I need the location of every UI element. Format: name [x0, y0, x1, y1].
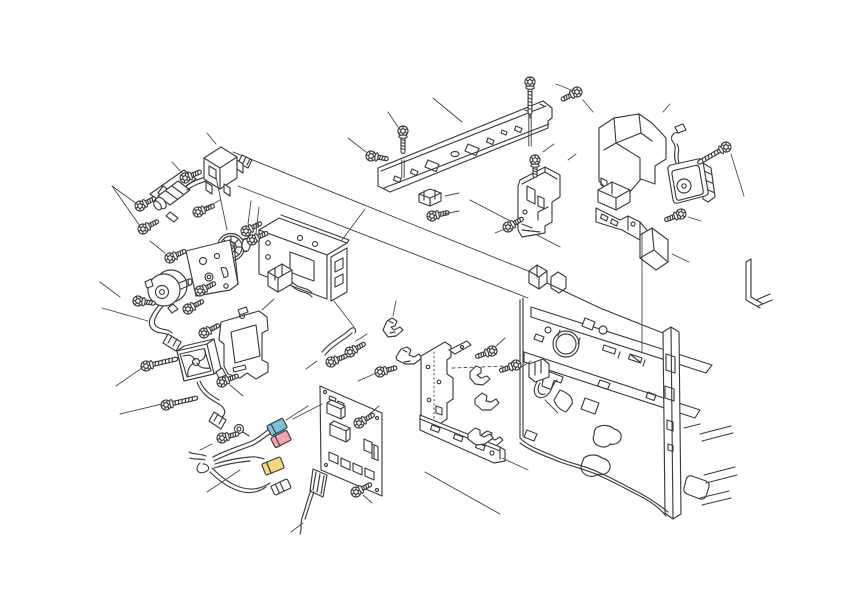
screw — [498, 359, 522, 376]
speaker-bracket — [595, 181, 653, 247]
sensor-bracket — [203, 146, 244, 197]
leader-lines — [99, 83, 745, 533]
frame-connector — [528, 358, 558, 399]
speaker-cover — [598, 113, 667, 196]
screw — [140, 354, 179, 372]
screw — [191, 201, 215, 219]
screw — [181, 296, 205, 315]
screw — [559, 85, 583, 104]
sensor-cover — [639, 227, 669, 271]
fan-bracket — [215, 306, 269, 380]
support-bracket — [517, 166, 561, 238]
connector-blue — [266, 417, 288, 437]
screw — [374, 363, 398, 378]
speaker — [667, 123, 716, 204]
wire-harness — [188, 417, 292, 496]
screw — [163, 246, 187, 264]
screw — [197, 320, 221, 339]
connector-white — [270, 478, 292, 496]
screw — [426, 208, 450, 222]
top-rail-bracket — [377, 100, 553, 193]
main-frame — [519, 258, 773, 520]
screw — [160, 393, 199, 411]
motor — [144, 269, 193, 352]
motor-plate — [185, 239, 239, 297]
screw — [398, 126, 408, 153]
screw — [663, 208, 687, 225]
screw — [696, 140, 733, 167]
screws — [132, 77, 732, 499]
center-bracket — [258, 214, 350, 302]
ground-wire — [321, 327, 357, 356]
clutch-connector — [267, 263, 313, 298]
mounting-plate — [419, 340, 506, 464]
connector-yellow — [261, 456, 285, 476]
circuit-board — [299, 385, 383, 535]
screw — [365, 150, 389, 164]
diagram-art — [99, 77, 773, 535]
rail-clamp — [418, 188, 442, 207]
connector-pink — [270, 429, 292, 449]
